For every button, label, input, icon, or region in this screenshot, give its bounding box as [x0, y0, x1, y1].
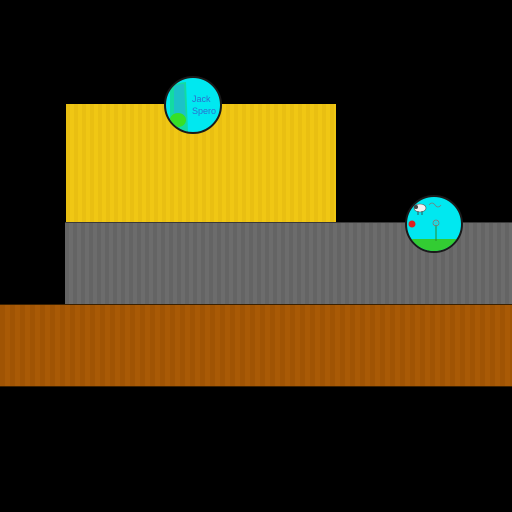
red-dot-icon — [408, 220, 416, 228]
player-name-line2: Spero — [192, 106, 217, 116]
flower-icon — [432, 219, 440, 241]
enemy-ball-art — [407, 202, 461, 251]
brown-ground-block — [0, 304, 512, 387]
enemy-ball[interactable] — [405, 195, 463, 253]
player-ball-art — [170, 82, 188, 132]
player-name-line1: Jack — [192, 94, 211, 104]
sheep-icon — [413, 203, 427, 215]
player-ball[interactable]: Jack Spero — [164, 76, 222, 134]
grass-icon — [407, 239, 461, 251]
